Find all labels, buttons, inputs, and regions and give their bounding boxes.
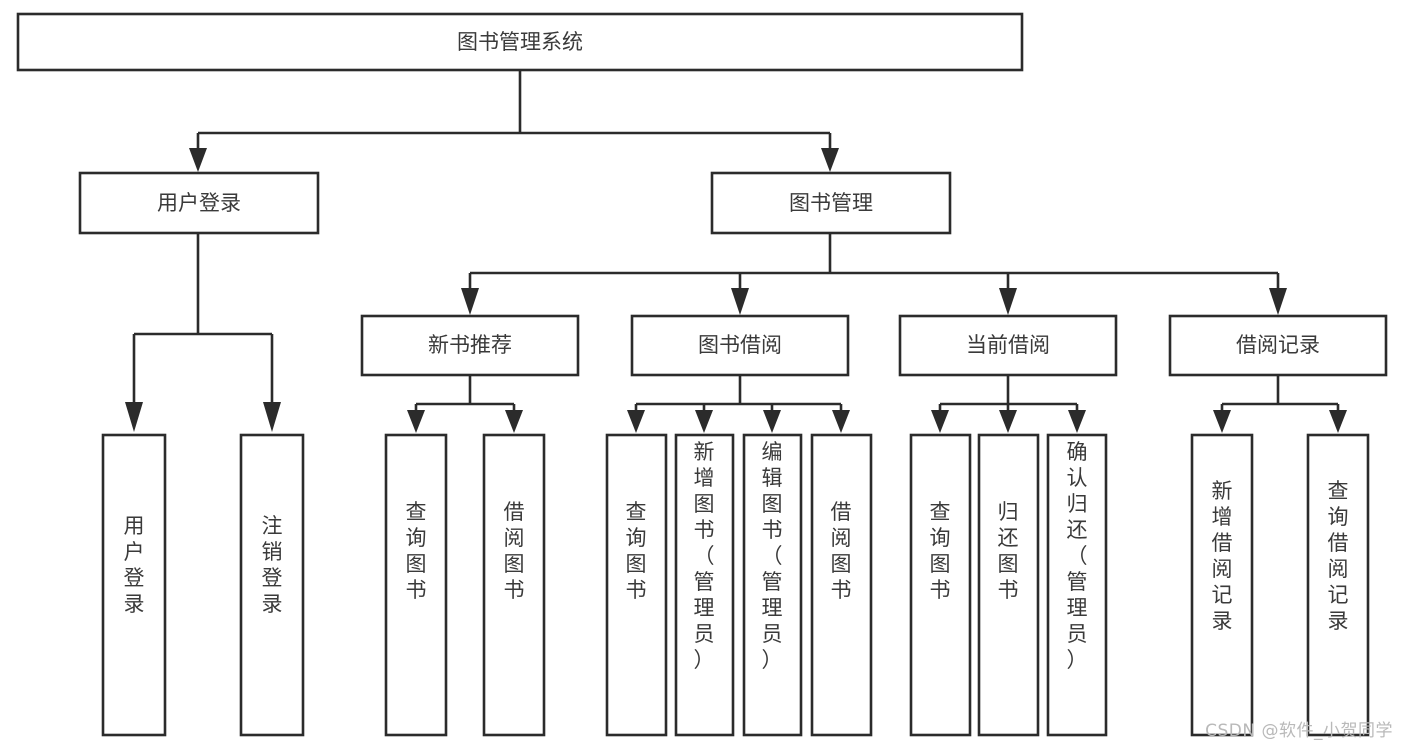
leaf-user-login[interactable]: 用户登录 [101,433,167,737]
arrowhead-book-borrow [731,288,749,315]
leaf-edit-book[interactable]: 编辑图书（管理员） [742,433,803,737]
node-user-login[interactable]: 用户登录 [78,171,320,235]
leaf-query-record[interactable]: 查询借阅记录 [1306,433,1370,737]
arrowhead-bb-3 [763,410,781,433]
arrowhead-bb-2 [695,410,713,433]
node-book-borrow-box[interactable] [630,314,850,377]
leaf-return-book-box[interactable] [977,433,1040,737]
node-current-borrow[interactable]: 当前借阅 [898,314,1118,377]
arrowhead-cb-3 [1068,410,1086,433]
arrowhead-book-manage [821,148,839,172]
leaf-borrow-book-2-label: 借阅图书 [831,500,852,602]
node-current-borrow-label: 当前借阅 [966,333,1050,357]
arrowhead-br-1 [1213,410,1231,433]
leaf-query-book-2-label: 查询图书 [626,500,647,602]
leaf-add-record-box[interactable] [1190,433,1254,737]
leaf-add-book-box[interactable] [674,433,735,737]
leaf-return-book-label: 归还图书 [998,500,1019,602]
node-new-book-recommend-label: 新书推荐 [428,333,512,357]
leaf-confirm-return-box[interactable] [1046,433,1108,737]
arrowhead-leaf-logout [263,402,281,432]
leaf-query-book-2[interactable]: 查询图书 [605,433,668,737]
leaf-query-record-label: 查询借阅记录 [1328,479,1349,633]
leaf-return-book[interactable]: 归还图书 [977,433,1040,737]
node-book-manage-label: 图书管理 [789,191,873,215]
leaf-logout-label: 注销登录 [262,514,283,616]
arrowhead-nb-1 [407,410,425,433]
leaf-query-record-box[interactable] [1306,433,1370,737]
leaf-logout-box[interactable] [239,433,305,737]
leaf-query-book-3-label: 查询图书 [930,500,951,602]
node-book-borrow[interactable]: 图书借阅 [630,314,850,377]
arrowhead-user-login [189,148,207,172]
node-user-login-box[interactable] [78,171,320,235]
node-root-label: 图书管理系统 [457,30,583,54]
leaf-borrow-book-1[interactable]: 借阅图书 [482,433,546,737]
node-user-login-label: 用户登录 [157,191,241,215]
leaf-user-login-label: 用户登录 [124,514,145,616]
node-current-borrow-box[interactable] [898,314,1118,377]
leaf-edit-book-label: 编辑图书（管理员） [762,440,783,672]
node-book-manage-box[interactable] [710,171,952,235]
leaf-borrow-book-1-box[interactable] [482,433,546,737]
node-borrow-record[interactable]: 借阅记录 [1168,314,1388,377]
leaf-confirm-return-label: 确认归还（管理员） [1067,440,1088,672]
node-borrow-record-label: 借阅记录 [1236,333,1320,357]
node-borrow-record-box[interactable] [1168,314,1388,377]
arrowhead-borrow-record [1269,288,1287,315]
node-book-manage[interactable]: 图书管理 [710,171,952,235]
leaf-query-book-3-box[interactable] [909,433,972,737]
leaf-confirm-return[interactable]: 确认归还（管理员） [1046,433,1108,737]
arrowhead-nb-2 [505,410,523,433]
leaf-query-book-1-label: 查询图书 [406,500,427,602]
arrowhead-cb-2 [999,410,1017,433]
arrowhead-cb-1 [931,410,949,433]
leaf-edit-book-box[interactable] [742,433,803,737]
node-book-borrow-label: 图书借阅 [698,333,782,357]
arrowhead-leaf-user-login [125,402,143,432]
leaf-add-record-label: 新增借阅记录 [1212,479,1233,633]
leaf-add-book[interactable]: 新增图书（管理员） [674,433,735,737]
leaf-user-login-box[interactable] [101,433,167,737]
arrowhead-br-2 [1329,410,1347,433]
leaf-logout[interactable]: 注销登录 [239,433,305,737]
arrowhead-new-book [461,288,479,315]
leaf-query-book-1[interactable]: 查询图书 [384,433,448,737]
node-root[interactable]: 图书管理系统 [16,12,1024,72]
leaf-query-book-3[interactable]: 查询图书 [909,433,972,737]
node-root-box[interactable] [16,12,1024,72]
leaf-add-record[interactable]: 新增借阅记录 [1190,433,1254,737]
leaf-borrow-book-1-label: 借阅图书 [504,500,525,602]
arrowhead-bb-1 [627,410,645,433]
leaf-query-book-1-box[interactable] [384,433,448,737]
node-new-book-recommend[interactable]: 新书推荐 [360,314,580,377]
leaf-add-book-label: 新增图书（管理员） [694,440,715,672]
leaf-query-book-2-box[interactable] [605,433,668,737]
arrowhead-current-borrow [999,288,1017,315]
arrowhead-bb-4 [832,410,850,433]
leaf-borrow-book-2[interactable]: 借阅图书 [810,433,873,737]
leaf-borrow-book-2-box[interactable] [810,433,873,737]
node-new-book-recommend-box[interactable] [360,314,580,377]
connector-layer [125,70,1347,433]
